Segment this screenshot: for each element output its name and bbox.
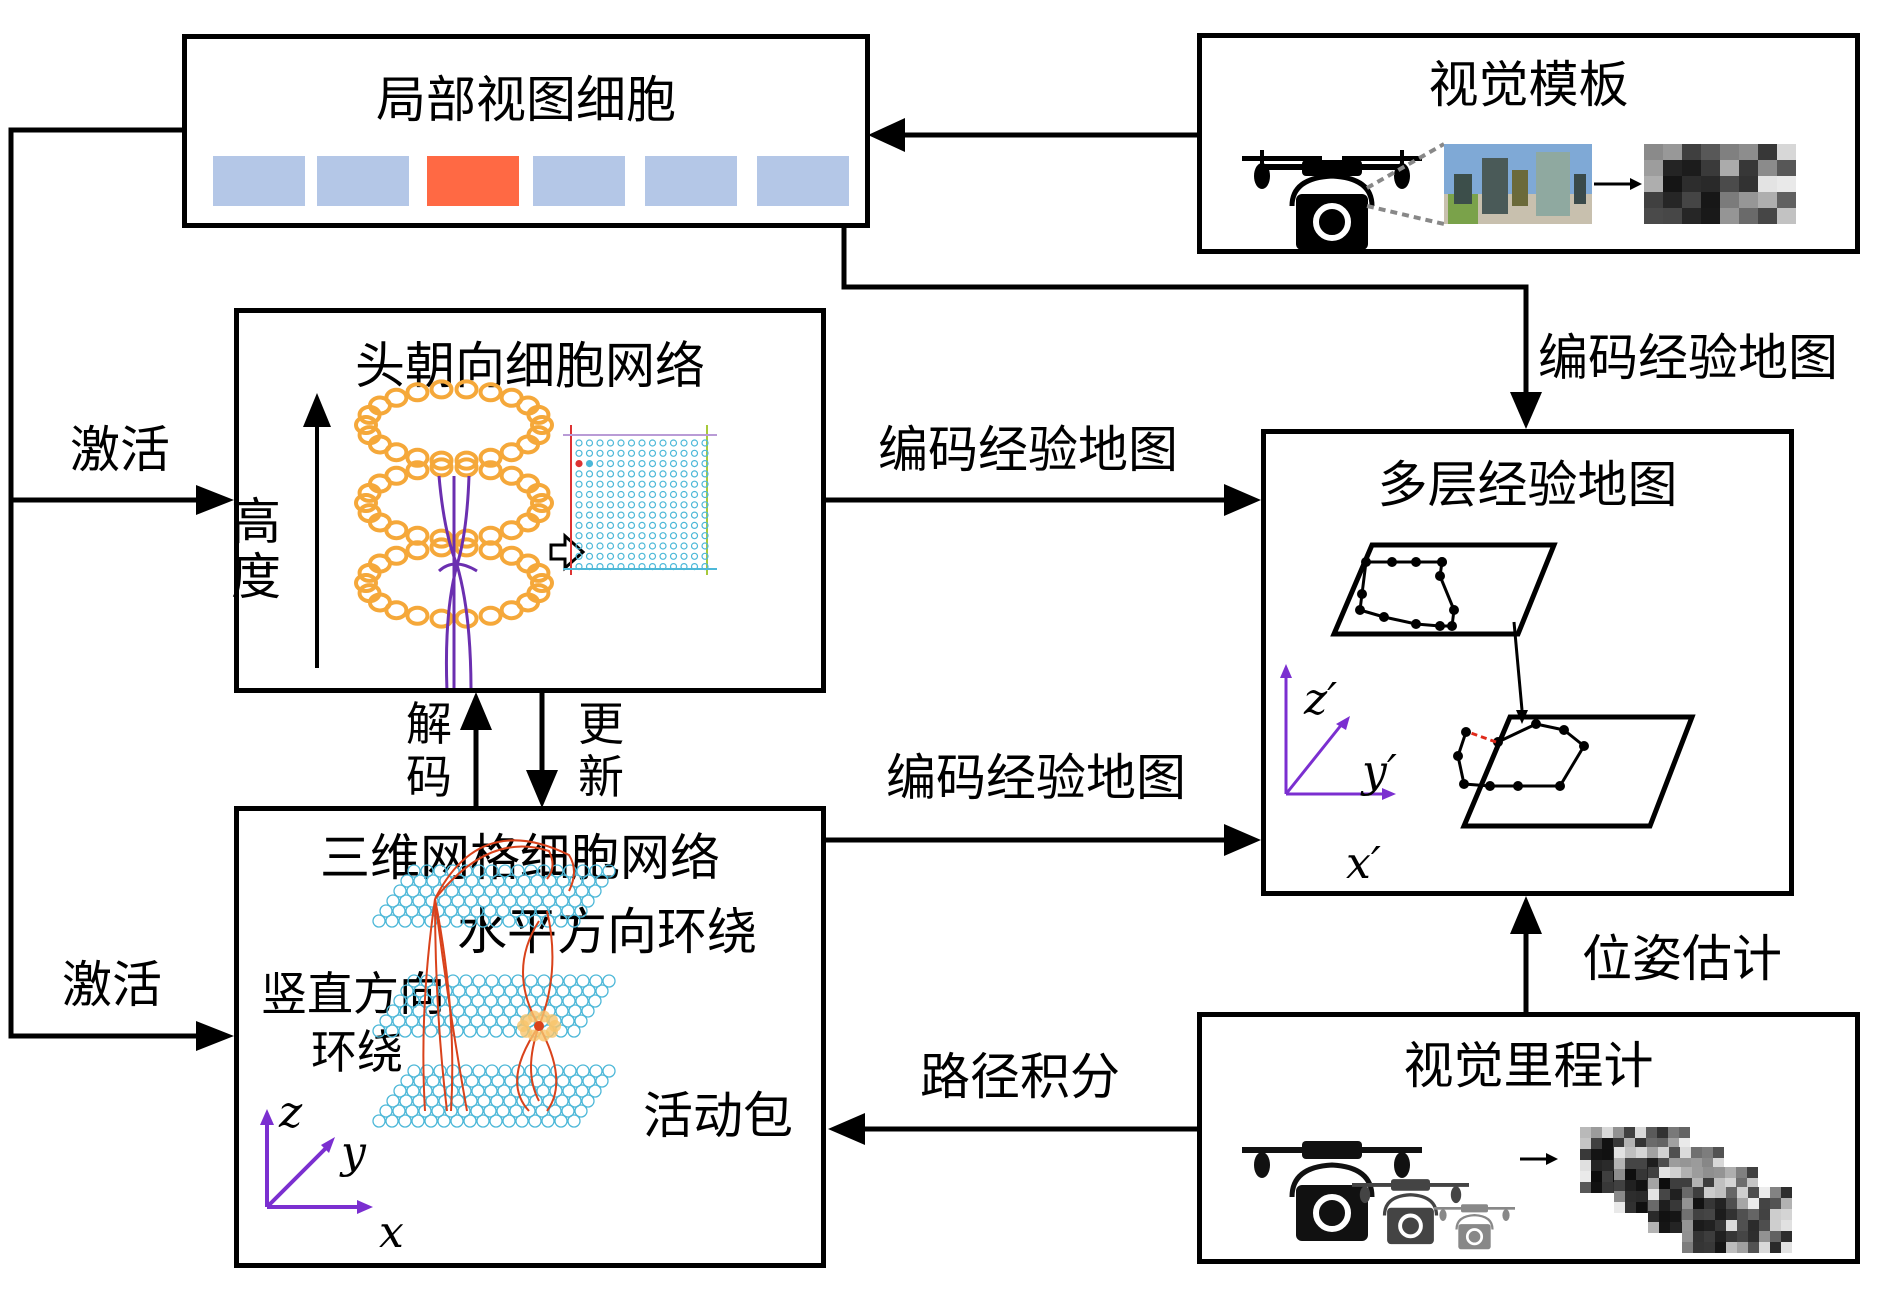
- activity-bump-label: 活动包: [643, 1087, 793, 1145]
- label-update-1: 更: [578, 697, 624, 751]
- hd-ring: [354, 537, 554, 629]
- view-cell: [645, 156, 737, 206]
- axis-z-prime-label: z′: [1304, 674, 1338, 725]
- layer-transition-arrowhead: [1516, 710, 1528, 724]
- visual-odometry-illustration: [1242, 1127, 1792, 1253]
- panorama-image: [1444, 144, 1592, 224]
- arrowhead-hd-activate: [196, 485, 234, 515]
- axis-y-prime-label: y′: [1362, 746, 1397, 797]
- label-decode-2: 码: [406, 749, 452, 804]
- pixelated-frames: [1580, 1127, 1792, 1253]
- grid-layers: [372, 864, 616, 1128]
- axis-z-label: z: [279, 1087, 303, 1138]
- label-path-integration: 路径积分: [920, 1048, 1120, 1106]
- activity-bump: [517, 1010, 561, 1042]
- label-encode-hd: 编码经验地图: [878, 421, 1178, 479]
- visual-template-box: 视觉模板: [1197, 33, 1860, 254]
- multilayer-map-title: 多层经验地图: [1377, 456, 1678, 514]
- arrowhead-pose: [1510, 896, 1542, 934]
- drone-icon: [1352, 1179, 1469, 1245]
- label-decode: 解码: [404, 698, 454, 804]
- view-cell: [757, 156, 849, 206]
- label-update: 更新: [576, 698, 626, 804]
- axis-y-line: [265, 1145, 329, 1209]
- pixelated-template: [1644, 144, 1796, 224]
- local-view-title: 局部视图细胞: [376, 71, 676, 129]
- visual-odometry-box: 视觉里程计: [1197, 1012, 1860, 1264]
- axis-x-label: x: [379, 1207, 404, 1258]
- axis-y-arrowhead: [1336, 716, 1350, 730]
- layer-transition-line: [1512, 621, 1524, 711]
- arrow-icon: [1546, 1153, 1558, 1165]
- arrowhead-map-hd: [1224, 484, 1261, 516]
- map-layer-lower: [1460, 714, 1696, 829]
- view-cell: [317, 156, 409, 206]
- axis-z-arrowhead: [1280, 664, 1292, 678]
- fov-line: [1366, 204, 1445, 226]
- arrowhead-grid-activate: [196, 1021, 234, 1051]
- view-cell: [533, 156, 625, 206]
- arrow-icon: [1630, 178, 1642, 190]
- activation-bus-line: [8, 127, 196, 1039]
- axis-z-arrowhead: [260, 1109, 274, 1125]
- axis-x-arrowhead: [1382, 788, 1396, 800]
- arrowhead-decode: [460, 692, 492, 730]
- visual-template-title: 视觉模板: [1428, 56, 1629, 114]
- hd-cell-grid: [563, 425, 717, 575]
- label-update-2: 新: [578, 749, 624, 804]
- local-view-cells-box: 局部视图细胞: [182, 34, 870, 228]
- trajectory-lower: [1453, 719, 1589, 791]
- hd-ring: [354, 457, 554, 549]
- head-direction-title: 头朝向细胞网络: [355, 337, 705, 395]
- drone-icon: [1242, 150, 1422, 249]
- grid-network-illustration: [260, 839, 616, 1214]
- axis-x-arrowhead: [357, 1200, 373, 1214]
- arrowhead-map-top: [1510, 392, 1542, 429]
- experience-map-illustration: [1280, 542, 1696, 829]
- label-decode-1: 解: [406, 697, 452, 751]
- grid-layer: [372, 864, 616, 928]
- drone-icon: [1434, 1204, 1515, 1250]
- label-pose-estimation: 位姿估计: [1582, 930, 1782, 988]
- link-curves: [437, 475, 478, 688]
- local-to-map-line: [841, 228, 1529, 392]
- axis-y-label: y: [341, 1127, 366, 1178]
- pixel-frame: [1682, 1187, 1792, 1253]
- view-cell-active: [427, 156, 519, 206]
- arrowhead-path-integration: [828, 1113, 865, 1145]
- axis-y-line: [1284, 723, 1344, 795]
- head-direction-network-box: 头朝向细胞网络 高度: [231, 308, 826, 693]
- arrowhead-update: [526, 770, 558, 808]
- transform-arrow-icon: [549, 532, 586, 572]
- multilayer-experience-map-box: 多层经验地图 z′ y′ x′: [1261, 429, 1794, 896]
- label-encode-local: 编码经验地图: [1538, 329, 1838, 387]
- height-axis-label: 高度: [231, 493, 281, 606]
- label-activate-grid: 激活: [62, 956, 162, 1014]
- grid-cell-network-box: 三维网格细胞网络 水平方向环绕 竖直方向 环绕 活动包 z y x: [234, 806, 826, 1268]
- label-activate-hd: 激活: [70, 421, 170, 479]
- hd-ring: [354, 379, 554, 471]
- vertical-wrap-label-2: 环绕: [311, 1025, 403, 1079]
- axis-x-prime-label: x′: [1346, 838, 1381, 889]
- head-direction-illustration: [303, 379, 717, 688]
- label-encode-grid: 编码经验地图: [886, 749, 1186, 807]
- trajectory-upper: [1355, 557, 1459, 631]
- view-cell: [213, 156, 305, 206]
- drone-icon: [1242, 1141, 1422, 1241]
- arrowhead-map-grid: [1224, 824, 1261, 856]
- visual-odometry-title: 视觉里程计: [1403, 1037, 1654, 1095]
- axis-y-arrowhead: [321, 1137, 335, 1153]
- height-axis-arrowhead: [303, 393, 331, 427]
- grid-layer: [372, 974, 616, 1038]
- fov-line: [1366, 142, 1445, 190]
- grid-layer: [372, 1064, 616, 1128]
- arrowhead-local-view: [868, 118, 905, 152]
- visual-template-illustration: [1242, 142, 1796, 249]
